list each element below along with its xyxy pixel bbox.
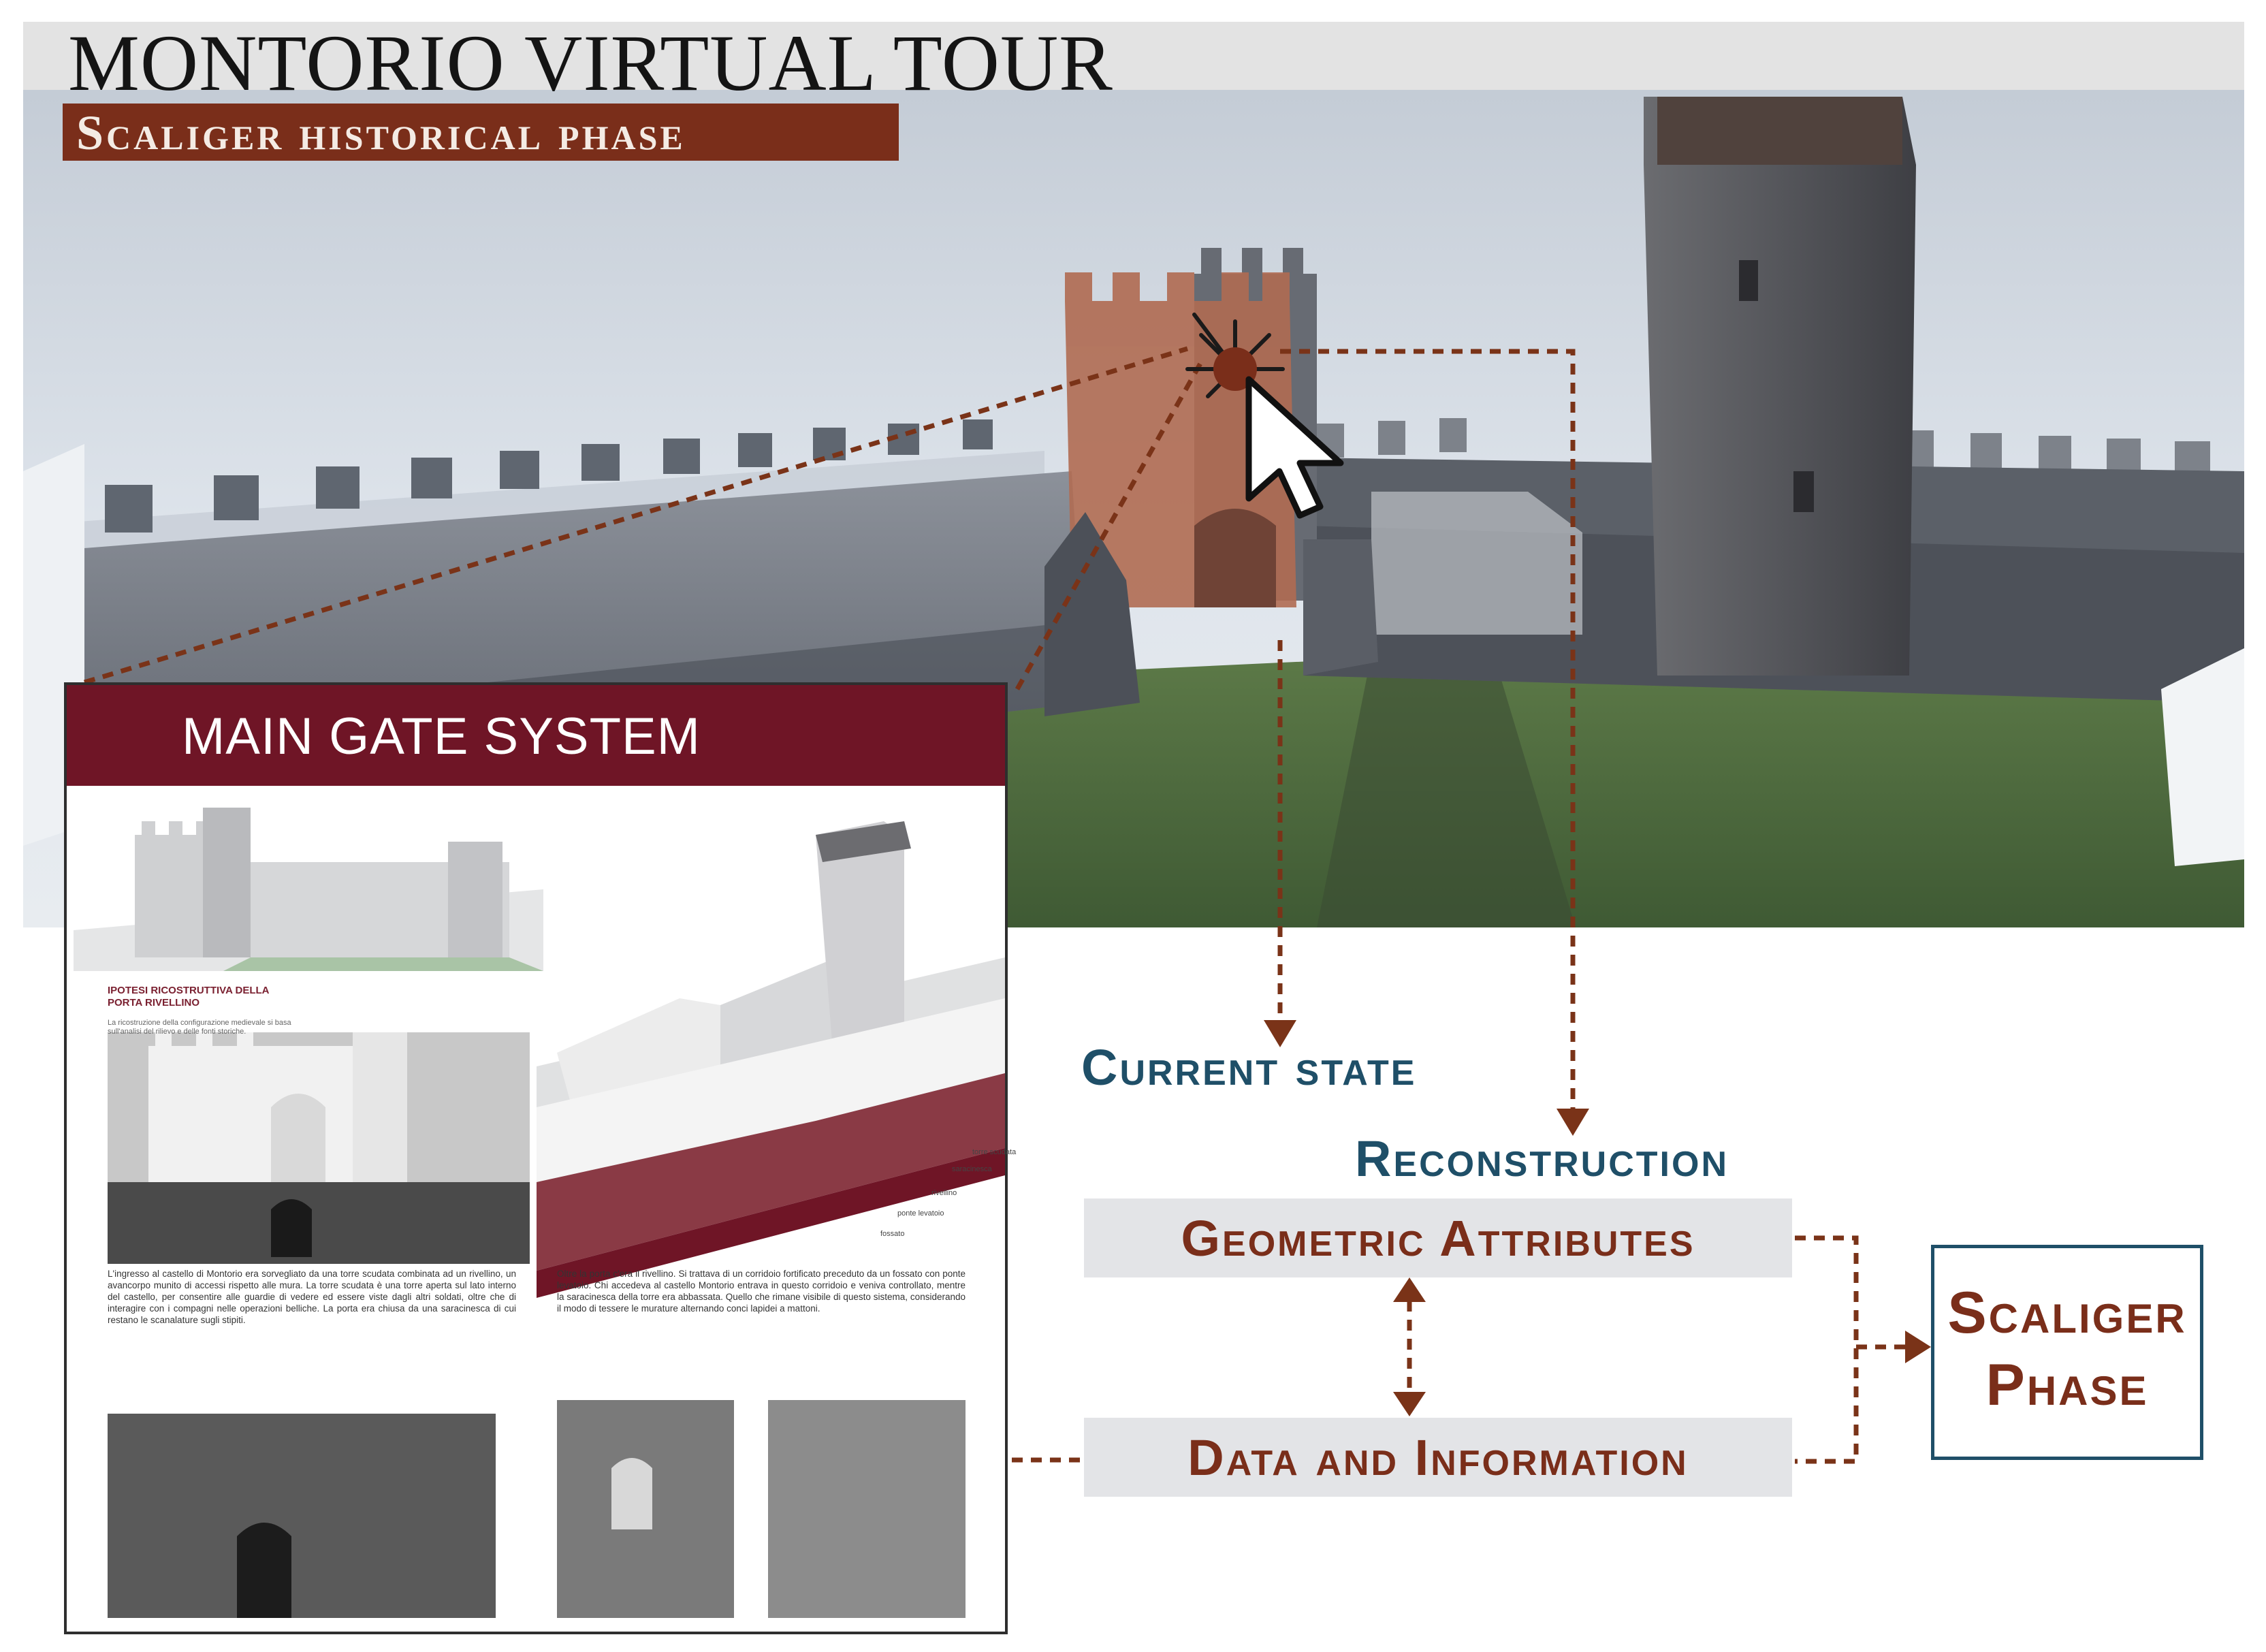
scaliger-phase-line1: Scaliger <box>1947 1280 2187 1346</box>
render-axonometric-cutaway <box>537 821 1005 1298</box>
cursor-arrow-icon <box>1245 376 1344 519</box>
data-information-box: Data and Information <box>1084 1418 1792 1497</box>
panel-illustrations <box>74 808 1005 1618</box>
subtitle-banner <box>63 104 899 161</box>
label-rivellino: rivellino <box>931 1189 957 1197</box>
data-information-label: Data and Information <box>1187 1429 1689 1486</box>
main-gate-panel: MAIN GATE SYSTEM IPOTESI RICOSTRUTTIVA D… <box>64 682 1016 1634</box>
label-torre-scudata: torre scudata <box>972 1148 1017 1156</box>
geometric-attributes-label: Geometric Attributes <box>1181 1210 1695 1267</box>
page-title: MONTORIO VIRTUAL TOUR <box>68 18 1113 108</box>
page-subtitle: Scaliger historical phase <box>76 106 686 160</box>
panel-caption-title: IPOTESI RICOSTRUTTIVA DELLA PORTA RIVELL… <box>108 985 269 1008</box>
geometric-attributes-box: Geometric Attributes <box>1084 1198 1792 1277</box>
title-bar <box>23 22 2244 90</box>
label-saracinesca: saracinesca <box>952 1165 992 1173</box>
photo-wall-detail <box>768 1400 966 1618</box>
panel-header <box>67 685 1005 786</box>
scaliger-phase-line2: Phase <box>1985 1352 2149 1418</box>
panel-caption-text: La ricostruzione della configurazione me… <box>108 1019 291 1036</box>
scaliger-phase-box: Scaliger Phase <box>1931 1245 2203 1460</box>
reconstruction-label: Reconstruction <box>1355 1130 1729 1187</box>
panel-title: MAIN GATE SYSTEM <box>181 708 701 765</box>
label-ponte-levatoio: ponte levatoio <box>897 1209 944 1218</box>
panel-body-right: Oltre la porta c'era il rivellino. Si tr… <box>557 1269 966 1314</box>
label-fossato: fossato <box>880 1230 905 1238</box>
render-aerial-view <box>74 808 543 971</box>
panel-body-left: L'ingresso al castello di Montorio era s… <box>108 1269 516 1325</box>
render-gate-reconstruction <box>108 1032 530 1264</box>
photo-gate-ruins <box>108 1414 496 1618</box>
current-state-label: Current state <box>1081 1039 1417 1096</box>
